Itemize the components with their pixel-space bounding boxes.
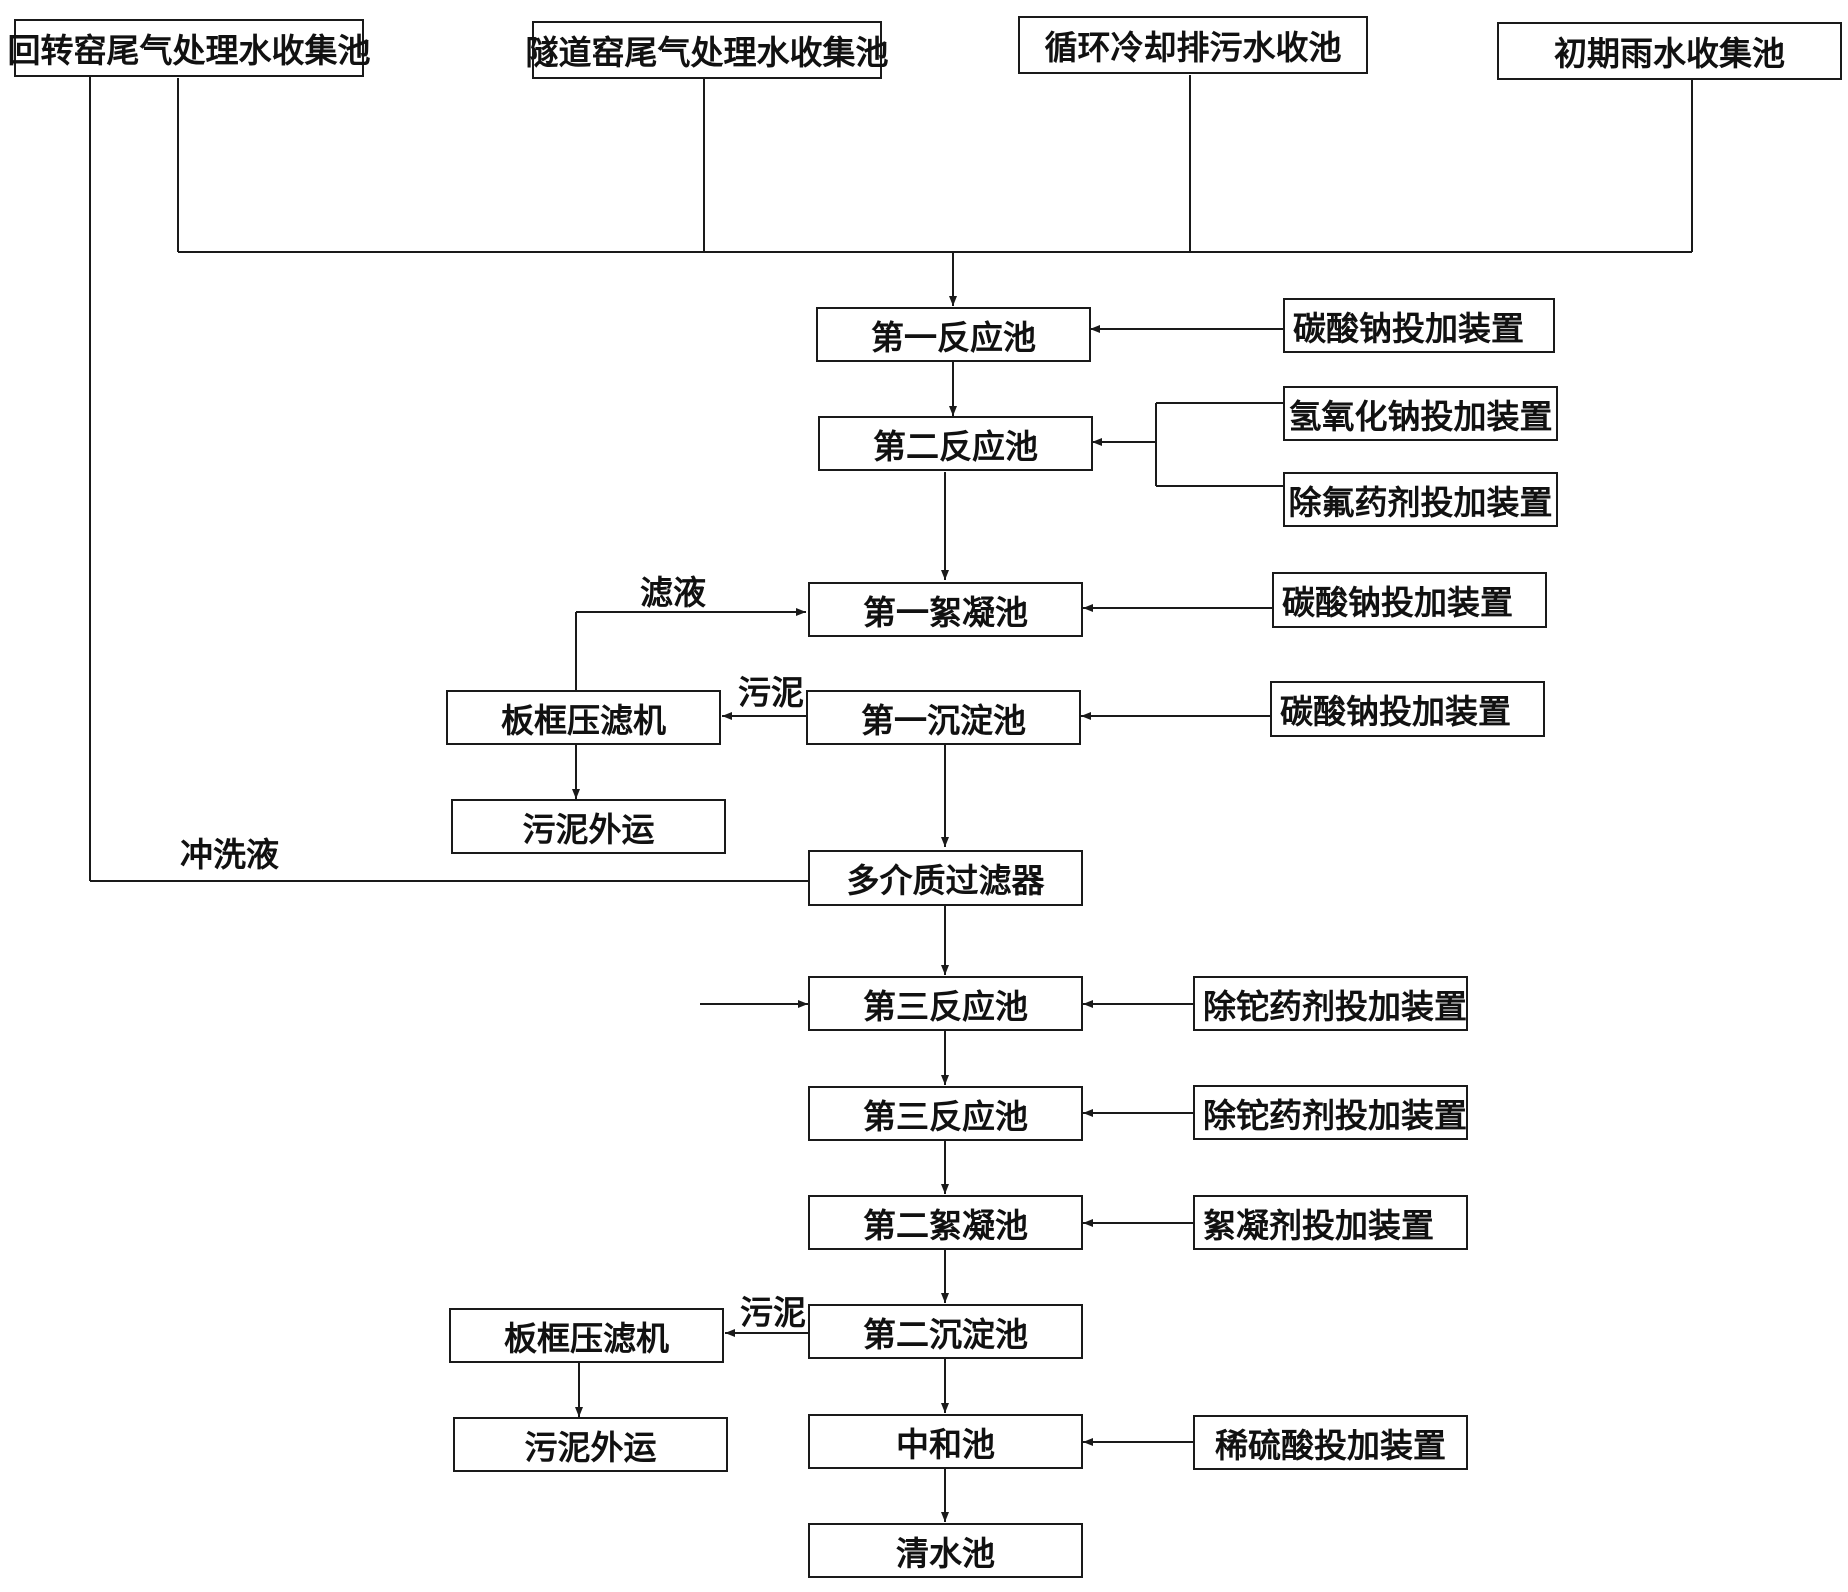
second-flocculation-tank: 第二絮凝池 (808, 1195, 1083, 1250)
sludge-disposal-2: 污泥外运 (453, 1417, 728, 1472)
backwash-label: 冲洗液 (180, 835, 279, 874)
multimedia-filter: 多介质过滤器 (808, 850, 1083, 906)
sludge-label-2: 污泥 (740, 1293, 806, 1332)
thallium-removal-dosing-1: 除铊药剂投加装置 (1193, 976, 1468, 1031)
sludge-label-1: 污泥 (738, 673, 804, 712)
initial-rainwater-collection-tank: 初期雨水收集池 (1497, 22, 1842, 80)
sodium-carbonate-dosing-2: 碳酸钠投加装置 (1272, 572, 1547, 628)
first-reaction-tank: 第一反应池 (816, 307, 1091, 362)
second-reaction-tank: 第二反应池 (818, 416, 1093, 471)
third-reaction-tank-a: 第三反应池 (808, 976, 1083, 1031)
third-reaction-tank-b: 第三反应池 (808, 1086, 1083, 1141)
fluoride-removal-dosing: 除氟药剂投加装置 (1283, 472, 1558, 527)
first-flocculation-tank: 第一絮凝池 (808, 582, 1083, 637)
cooling-blowdown-collection-tank: 循环冷却排污水收池 (1018, 16, 1368, 74)
neutralization-tank: 中和池 (808, 1414, 1083, 1469)
second-sedimentation-tank: 第二沉淀池 (808, 1304, 1083, 1359)
sodium-carbonate-dosing-1: 碳酸钠投加装置 (1283, 298, 1555, 353)
sodium-hydroxide-dosing: 氢氧化钠投加装置 (1283, 386, 1558, 441)
flocculant-dosing: 絮凝剂投加装置 (1193, 1195, 1468, 1250)
filter-press-1: 板框压滤机 (446, 690, 721, 745)
sludge-disposal-1: 污泥外运 (451, 799, 726, 854)
dilute-sulfuric-acid-dosing: 稀硫酸投加装置 (1193, 1415, 1468, 1470)
thallium-removal-dosing-2: 除铊药剂投加装置 (1193, 1085, 1468, 1140)
tunnel-kiln-collection-tank: 隧道窑尾气处理水收集池 (526, 21, 889, 79)
filtrate-label: 滤液 (640, 573, 706, 612)
first-sedimentation-tank: 第一沉淀池 (806, 690, 1081, 745)
filter-press-2: 板框压滤机 (449, 1308, 724, 1363)
rotary-kiln-collection-tank: 回转窑尾气处理水收集池 (8, 19, 371, 77)
sodium-carbonate-dosing-3: 碳酸钠投加装置 (1270, 681, 1545, 737)
clear-water-tank: 清水池 (808, 1523, 1083, 1578)
